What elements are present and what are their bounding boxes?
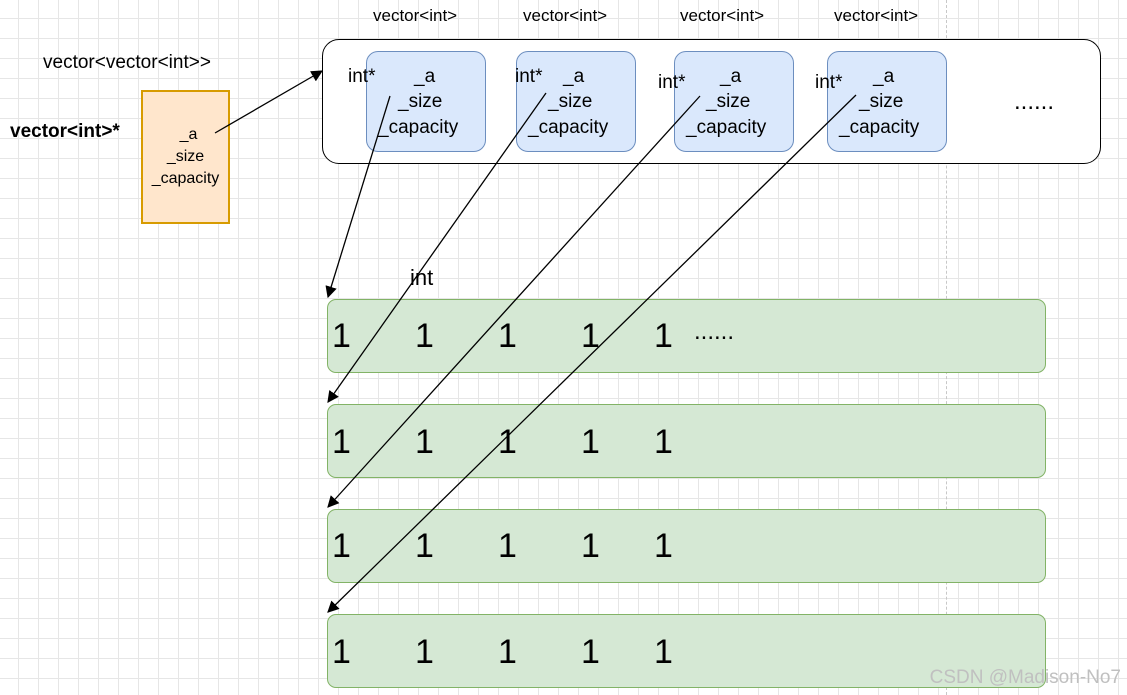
element-value: 1 [581,633,600,671]
field-a: _a [179,126,198,143]
inner-vector-box-2 [516,51,636,152]
field-capacity: _capacity [686,117,767,138]
element-value: 1 [581,317,600,355]
field-capacity: _capacity [839,117,920,138]
int-pointer-label: int* [348,66,376,87]
element-value: 1 [332,317,351,355]
field-size: _size [859,91,904,112]
field-capacity: _capacity [378,117,459,138]
int-array-row-1: 1 1 1 1 1 ...... [327,299,1046,373]
element-value: 1 [654,633,673,671]
element-value: 1 [415,633,434,671]
element-value: 1 [415,527,434,565]
pointer-arrow-to-row-4 [327,94,857,613]
field-capacity: _capacity [151,170,220,187]
element-value: 1 [415,423,434,461]
element-value: 1 [581,423,600,461]
pointer-arrow-to-vector-array [214,70,324,134]
element-value: 1 [332,423,351,461]
more-vectors-ellipsis: ...... [1014,88,1055,115]
element-value: 1 [581,527,600,565]
outer-type-label: vector<vector<int>> [43,52,211,73]
element-value: 1 [415,317,434,355]
field-capacity: _capacity [528,117,609,138]
element-value: 1 [498,527,517,565]
int-pointer-label: int* [515,66,543,87]
field-size: _size [548,91,593,112]
pointer-arrow-to-row-3 [327,95,701,508]
vector-int-label-1: vector<int> [373,6,458,25]
element-value: 1 [332,527,351,565]
element-value: 1 [498,423,517,461]
vector-int-label-4: vector<int> [834,6,919,25]
int-array-row-3: 1 1 1 1 1 [327,509,1046,583]
field-size: _size [706,91,751,112]
field-a: _a [563,66,585,87]
field-a: _a [414,66,436,87]
field-a: _a [720,66,742,87]
field-a: _a [873,66,895,87]
more-elements-ellipsis: ...... [694,318,735,345]
vector-int-label-2: vector<int> [523,6,608,25]
pointer-arrow-to-row-2 [327,92,547,403]
pointer-type-label: vector<int>* [10,121,120,142]
element-value: 1 [654,527,673,565]
int-array-row-4: 1 1 1 1 1 [327,614,1046,688]
int-pointer-label: int* [658,72,686,93]
element-value: 1 [498,633,517,671]
inner-vector-box-4 [827,51,947,152]
int-array-row-2: 1 1 1 1 1 [327,404,1046,478]
inner-vector-box-1 [366,51,486,152]
element-value: 1 [654,317,673,355]
vector-int-label-3: vector<int> [680,6,765,25]
element-value: 1 [654,423,673,461]
watermark: CSDN @Madison-No7 [929,667,1121,688]
inner-vector-box-3 [674,51,794,152]
field-size: _size [166,148,205,165]
outer-vector-struct: _a _size _capacity [141,90,230,224]
field-size: _size [398,91,443,112]
element-value: 1 [332,633,351,671]
int-type-label: int [410,265,434,290]
pointer-arrow-to-row-1 [325,95,391,299]
int-pointer-label: int* [815,72,843,93]
element-value: 1 [498,317,517,355]
